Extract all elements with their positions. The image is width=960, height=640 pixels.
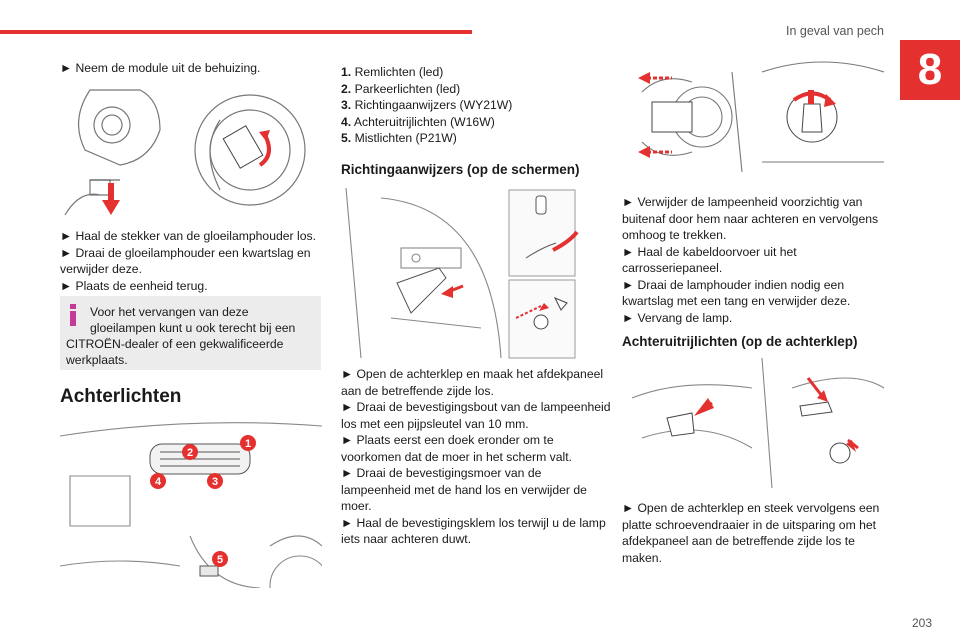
callout-3-label: 3 xyxy=(212,476,218,488)
chapter-number-tab: 8 xyxy=(900,40,960,100)
step-4: ► Draai de bevestigingsmoer van de lampe… xyxy=(341,466,587,513)
info-box: Voor het vervangen van deze gloeilampen … xyxy=(60,296,321,370)
lamp-item: 1. Remlichten (led) xyxy=(341,65,444,79)
info-line-4: werkplaats. xyxy=(66,353,128,367)
step-3: ► Plaats eerst een doek eronder om te vo… xyxy=(341,433,572,464)
callout-4 xyxy=(150,473,166,489)
col3-steps: ► Verwijder de lampeenheid voorzichtig v… xyxy=(622,194,892,326)
heading-achterlichten: Achterlichten xyxy=(60,386,182,407)
heading-achteruitrijlichten: Achteruitrijlichten (op de achterklep) xyxy=(622,334,858,349)
heading-richtingaanwijzers: Richtingaanwijzers (op de schermen) xyxy=(341,162,580,177)
lamp-item: 4. Achteruitrijlichten (W16W) xyxy=(341,114,495,129)
step-2: ► Haal de kabeldoorvoer uit het carrosse… xyxy=(622,244,797,276)
info-icon xyxy=(70,304,76,326)
col3-final: ► Open de achterklep en steek vervolgens… xyxy=(622,500,890,566)
step-1: ► Haal de stekker van de gloeilamphouder… xyxy=(60,229,316,243)
callout-2-label: 2 xyxy=(187,447,193,459)
step-5: ► Haal de bevestigingsklem los terwijl u… xyxy=(341,515,606,547)
info-text: Voor het vervangen van deze gloeilampen … xyxy=(90,304,316,336)
info-text-cont: CITROËN-dealer of een gekwalificeerde we… xyxy=(66,336,316,368)
step-1: ► Verwijder de lampeenheid voorzichtig v… xyxy=(622,195,879,242)
col2-steps: ► Open de achterklep en maak het afdekpa… xyxy=(341,366,611,548)
callout-4-label: 4 xyxy=(155,476,162,488)
step-4: ► Vervang de lamp. xyxy=(622,310,733,325)
step-3: ► Draai de lamphouder indien nodig een k… xyxy=(622,277,851,309)
col1-steps: ► Haal de stekker van de gloeilamphouder… xyxy=(60,228,325,294)
figure-lamp-unit xyxy=(622,52,884,182)
callout-5-label: 5 xyxy=(217,554,223,566)
header-accent-bar xyxy=(0,30,472,34)
lamp-list: 1. Remlichten (led) 2. Parkeerlichten (l… xyxy=(341,64,606,147)
col1-intro: ► Neem de module uit de behuizing. xyxy=(60,60,325,77)
section-title: In geval van pech xyxy=(786,24,884,38)
figure-indicator xyxy=(341,188,603,360)
callout-2 xyxy=(182,444,198,460)
callout-5 xyxy=(212,551,228,567)
info-line-3: CITROËN-dealer of een gekwalificeerde xyxy=(66,337,284,351)
callout-3 xyxy=(207,473,223,489)
callout-1-label: 1 xyxy=(245,438,251,450)
step-1: ► Open de achterklep en maak het afdekpa… xyxy=(341,367,604,398)
lamp-item: 5. Mistlichten (P21W) xyxy=(341,131,457,145)
figure-headlamp-module xyxy=(60,80,322,220)
info-line-2: gloeilampen kunt u ook terecht bij een xyxy=(90,321,296,335)
step-2: ► Draai de bevestigingsbout van de lampe… xyxy=(341,400,611,431)
callout-1 xyxy=(240,435,256,451)
final-step: ► Open de achterklep en steek vervolgens… xyxy=(622,501,880,565)
figure-rear-lights: 1 2 3 4 5 xyxy=(60,416,322,588)
lamp-item: 2. Parkeerlichten (led) xyxy=(341,81,461,96)
step-3: ► Plaats de eenheid terug. xyxy=(60,278,208,293)
step-2: ► Draai de gloeilamphouder een kwartslag… xyxy=(60,245,311,277)
intro-step: ► Neem de module uit de behuizing. xyxy=(60,61,261,75)
info-line-1: Voor het vervangen van deze xyxy=(90,305,249,319)
lamp-item: 3. Richtingaanwijzers (WY21W) xyxy=(341,98,513,112)
figure-reversing-light xyxy=(622,358,884,490)
page-number: 203 xyxy=(911,616,932,630)
